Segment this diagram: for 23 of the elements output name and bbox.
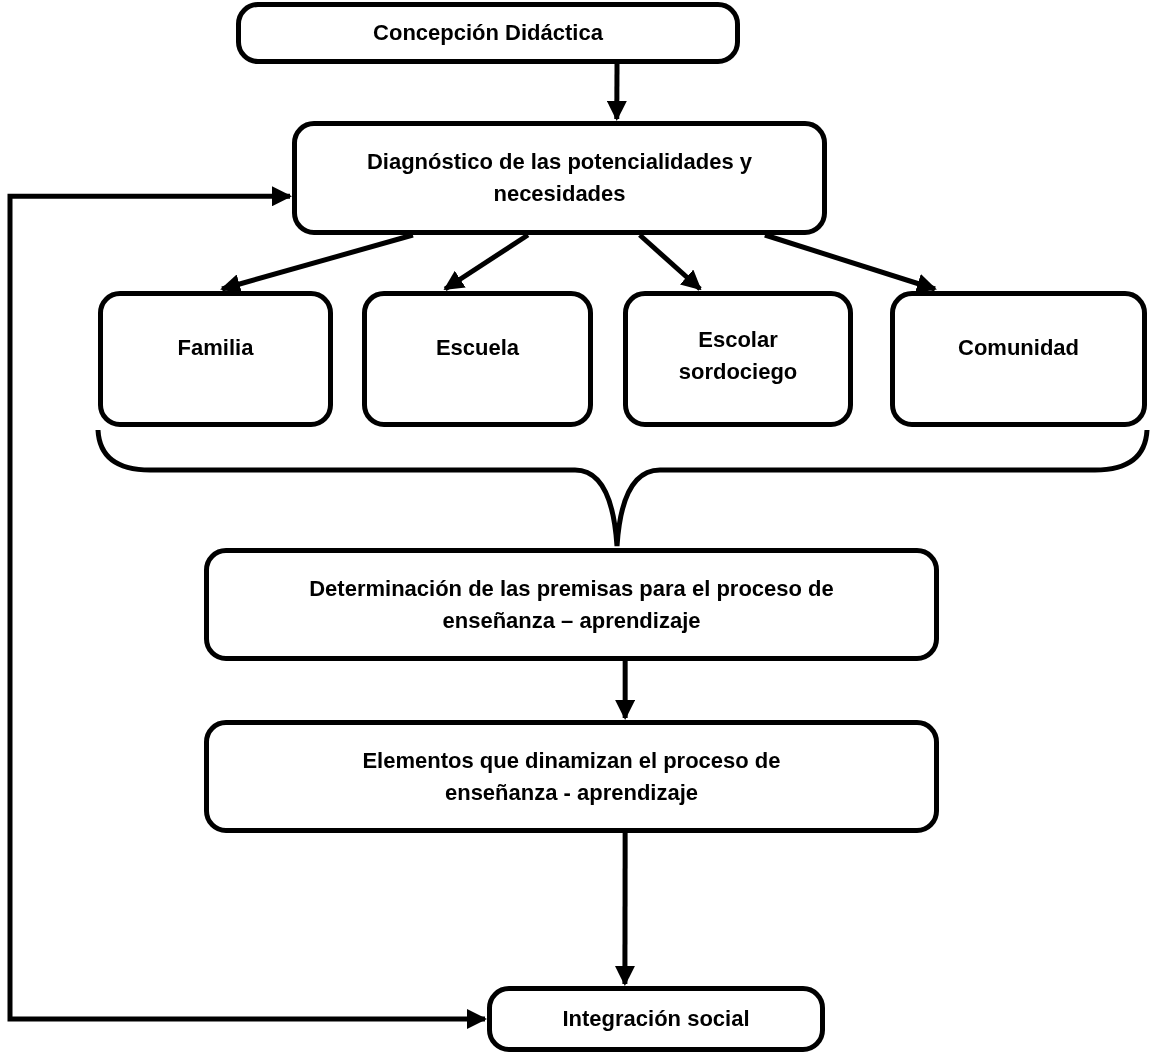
arrow [606,64,627,121]
process-box [362,291,593,427]
process-box [623,291,853,427]
box-label: Escolar sordociego [677,326,799,386]
arrow [614,833,635,986]
arrow [7,186,487,1029]
box-label: Concepción Didáctica [373,19,603,47]
box-label: Determinación de las premisas para el proceso de enseñanza – aprendizaje [308,574,835,635]
process-box [890,291,1147,427]
box-label: Integración social [562,1005,750,1033]
box-label: Diagnóstico de las potencialidades y necesidades [365,148,754,208]
process-box [204,548,939,661]
arrow [615,661,636,720]
process-box [236,2,740,64]
process-box [98,291,333,427]
box-label: Escuela [435,334,520,362]
box-label: Comunidad [958,334,1079,362]
box-label: Familia [177,334,254,362]
box-label: Elementos que dinamizan el proceso de enseñanza - aprendizaje [361,746,782,807]
process-box [204,720,939,833]
arrow [638,233,702,291]
process-box [487,986,825,1052]
process-box [292,121,827,235]
